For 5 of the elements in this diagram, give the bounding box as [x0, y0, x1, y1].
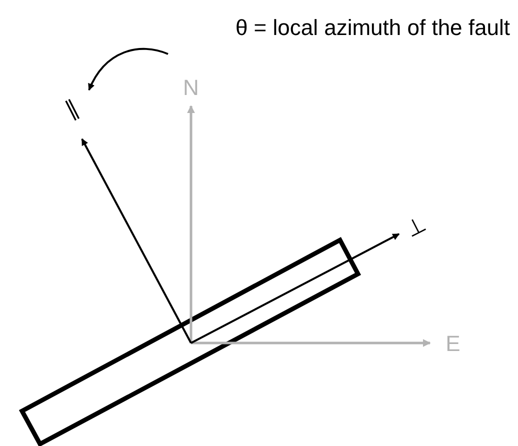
axis-label: E: [446, 331, 460, 356]
axis-label: N: [183, 75, 199, 100]
axis-label: ⊥: [402, 211, 430, 242]
axis-label: ∥: [61, 94, 82, 122]
title-text: θ = local azimuth of the fault: [235, 15, 510, 40]
